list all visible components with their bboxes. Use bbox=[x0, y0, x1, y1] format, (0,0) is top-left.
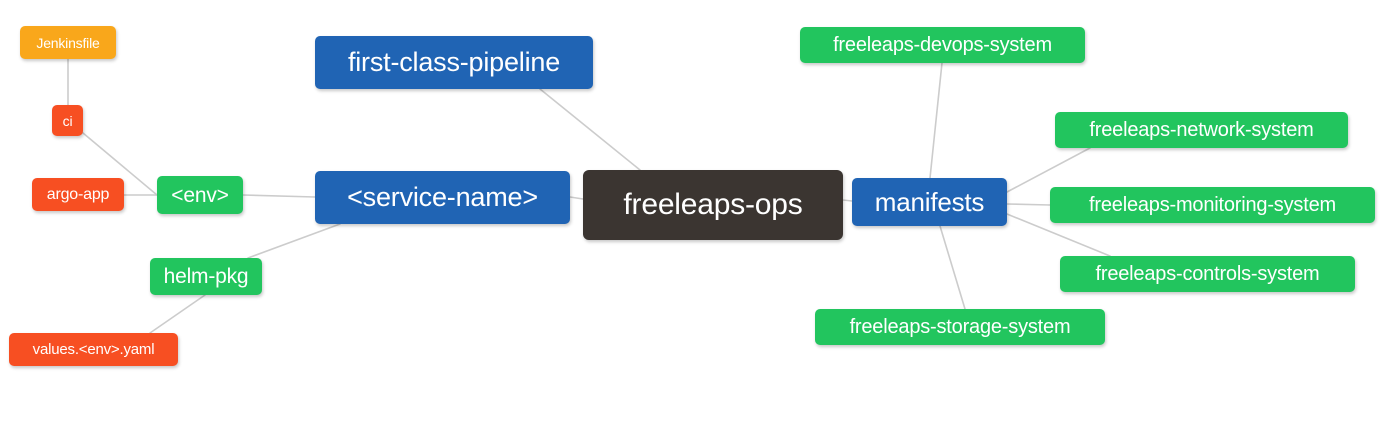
mindmap-node-values-yaml[interactable]: values.<env>.yaml bbox=[9, 333, 178, 366]
mindmap-node-freeleaps-controls-system[interactable]: freeleaps-controls-system bbox=[1060, 256, 1355, 292]
mindmap-node-argo-app[interactable]: argo-app bbox=[32, 178, 124, 211]
mindmap-node-first-class-pipeline[interactable]: first-class-pipeline bbox=[315, 36, 593, 89]
edge-manifests-to-freeleaps-monitoring-system bbox=[1006, 203, 1051, 206]
mindmap-node-env[interactable]: <env> bbox=[157, 176, 243, 214]
mindmap-node-service-name[interactable]: <service-name> bbox=[315, 171, 570, 224]
edge-manifests-to-freeleaps-storage-system bbox=[939, 225, 966, 310]
edge-helm-pkg-to-service-name bbox=[247, 223, 341, 259]
edge-manifests-to-freeleaps-network-system bbox=[1006, 147, 1091, 193]
mindmap-node-jenkinsfile[interactable]: Jenkinsfile bbox=[20, 26, 116, 59]
mindmap-node-ci[interactable]: ci bbox=[52, 105, 83, 136]
mindmap-node-manifests[interactable]: manifests bbox=[852, 178, 1007, 226]
edge-env-to-service-name bbox=[242, 194, 316, 198]
mindmap-node-freeleaps-network-system[interactable]: freeleaps-network-system bbox=[1055, 112, 1348, 148]
mindmap-node-freeleaps-storage-system[interactable]: freeleaps-storage-system bbox=[815, 309, 1105, 345]
mindmap-node-freeleaps-ops[interactable]: freeleaps-ops bbox=[583, 170, 843, 240]
edge-freeleaps-ops-to-manifests bbox=[842, 199, 853, 202]
edge-first-class-pipeline-to-freeleaps-ops bbox=[539, 88, 641, 171]
mindmap-node-freeleaps-devops-system[interactable]: freeleaps-devops-system bbox=[800, 27, 1085, 63]
edge-values-yaml-to-helm-pkg bbox=[149, 294, 206, 334]
edge-service-name-to-freeleaps-ops bbox=[569, 196, 584, 200]
mindmap-node-freeleaps-monitoring-system[interactable]: freeleaps-monitoring-system bbox=[1050, 187, 1375, 223]
mindmap-node-helm-pkg[interactable]: helm-pkg bbox=[150, 258, 262, 295]
edge-manifests-to-freeleaps-devops-system bbox=[929, 62, 943, 179]
